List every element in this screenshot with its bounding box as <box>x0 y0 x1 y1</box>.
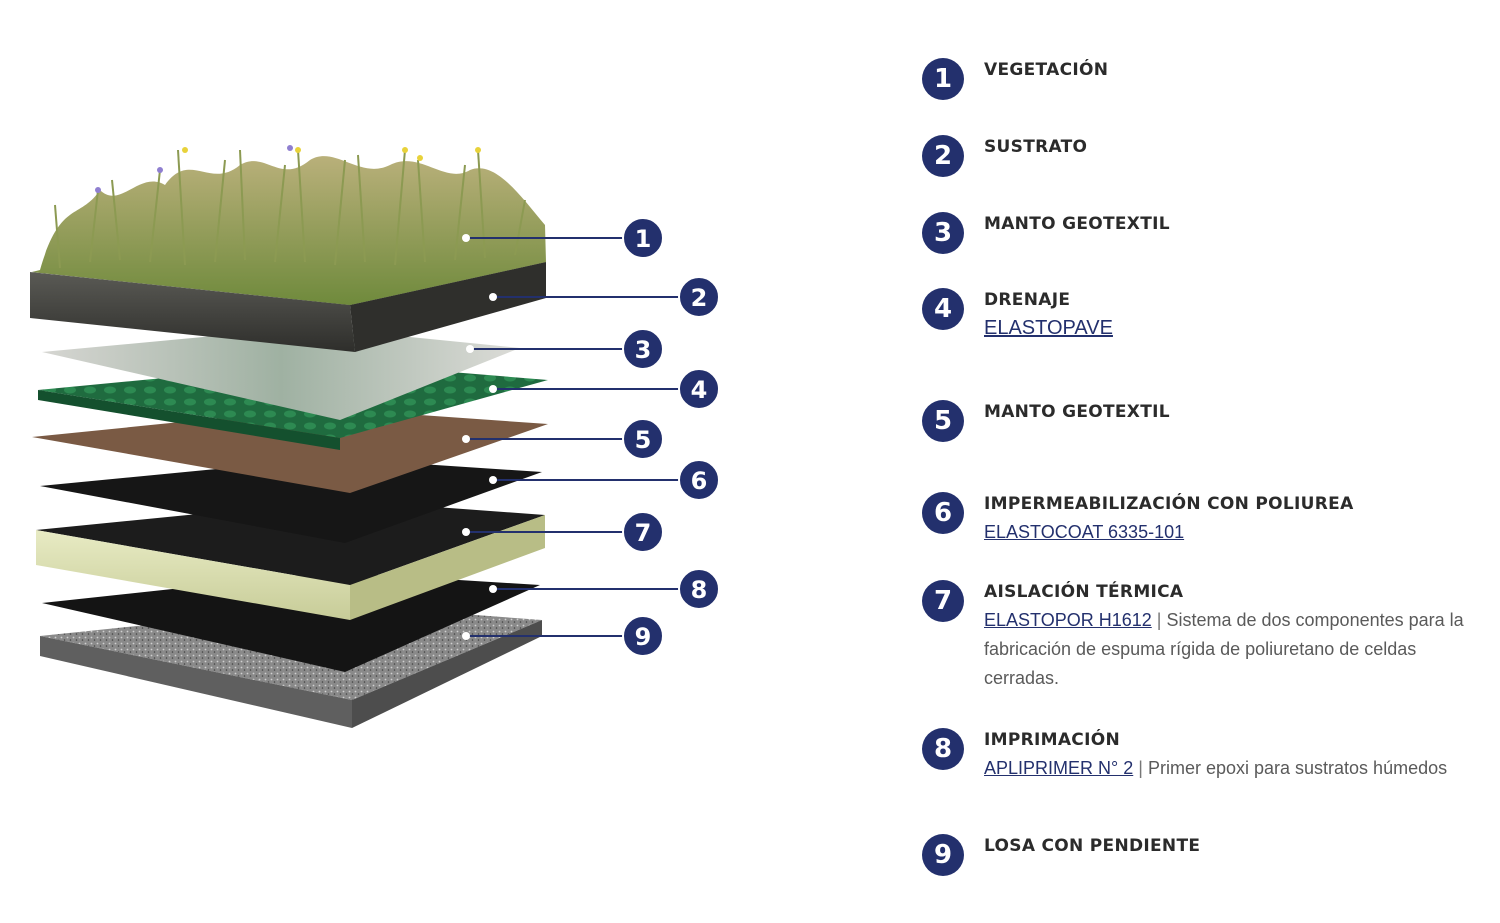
apliprimer-link[interactable]: APLIPRIMER N° 2 <box>984 758 1134 778</box>
legend-item-9: 9 LOSA CON PENDIENTE <box>922 834 1482 876</box>
layer-primer <box>42 572 540 672</box>
legend-badge: 4 <box>922 288 964 330</box>
legend-description: APLIPRIMER N° 2 | Primer epoxi para sust… <box>984 754 1482 783</box>
legend-description: ELASTOPOR H1612 | Sistema de dos compone… <box>984 606 1482 693</box>
description-text: Primer epoxi para sustratos húmedos <box>1147 758 1448 778</box>
separator: | <box>1138 758 1143 778</box>
diagram-badge-1: 1 <box>622 217 664 259</box>
diagram-badge-8: 8 <box>678 568 720 610</box>
legend-item-6: 6 IMPERMEABILIZACIÓN CON POLIUREA ELASTO… <box>922 492 1482 547</box>
legend-title: MANTO GEOTEXTIL <box>984 402 1170 422</box>
callout-dots <box>462 234 497 640</box>
svg-text:5: 5 <box>635 426 652 454</box>
legend-item-5: 5 MANTO GEOTEXTIL <box>922 400 1482 442</box>
legend-badge: 8 <box>922 728 964 770</box>
legend-badge: 2 <box>922 135 964 177</box>
diagram-badge-3: 3 <box>622 328 664 370</box>
legend-title: MANTO GEOTEXTIL <box>984 214 1170 234</box>
legend-title: VEGETACIÓN <box>984 60 1109 80</box>
diagram-badge-5: 5 <box>622 418 664 460</box>
legend-badge: 9 <box>922 834 964 876</box>
svg-text:3: 3 <box>635 336 652 364</box>
diagram-badge-4: 4 <box>678 368 720 410</box>
svg-text:1: 1 <box>635 225 652 253</box>
layer-waterproofing <box>40 458 542 543</box>
layer-geotextile-brown <box>32 408 548 493</box>
diagram-badge-6: 6 <box>678 459 720 501</box>
svg-text:9: 9 <box>635 623 652 651</box>
separator: | <box>1156 610 1162 630</box>
legend-badge: 5 <box>922 400 964 442</box>
legend-item-4: 4 DRENAJE ELASTOPAVE <box>922 288 1482 343</box>
legend-badge: 6 <box>922 492 964 534</box>
legend-title: SUSTRATO <box>984 137 1088 157</box>
elastocoat-link[interactable]: ELASTOCOAT 6335-101 <box>984 522 1185 542</box>
legend-title: IMPRIMACIÓN <box>984 730 1120 750</box>
roof-layers-diagram: 1 2 3 4 5 6 7 8 9 <box>30 145 720 728</box>
legend-item-3: 3 MANTO GEOTEXTIL <box>922 212 1482 254</box>
legend-title: IMPERMEABILIZACIÓN CON POLIUREA <box>984 494 1354 514</box>
legend-item-1: 1 VEGETACIÓN <box>922 58 1482 100</box>
svg-text:4: 4 <box>691 376 708 404</box>
legend-title: LOSA CON PENDIENTE <box>984 836 1201 856</box>
legend-title: AISLACIÓN TÉRMICA <box>984 582 1184 602</box>
legend-item-7: 7 AISLACIÓN TÉRMICA ELASTOPOR H1612 | Si… <box>922 580 1482 693</box>
legend-item-8: 8 IMPRIMACIÓN APLIPRIMER N° 2 | Primer e… <box>922 728 1482 783</box>
diagram-badge-9: 9 <box>622 615 664 657</box>
elastopor-link[interactable]: ELASTOPOR H1612 <box>984 610 1152 630</box>
diagram-badge-7: 7 <box>622 511 664 553</box>
svg-text:8: 8 <box>691 576 708 604</box>
description-text: Sistema de dos componentes para la fabri… <box>984 610 1464 688</box>
elastopave-link[interactable]: ELASTOPAVE <box>984 317 1113 339</box>
layer-geotextile-light <box>42 327 520 420</box>
legend-badge: 7 <box>922 580 964 622</box>
layer-insulation <box>36 500 545 620</box>
legend-badge: 3 <box>922 212 964 254</box>
legend-badge: 1 <box>922 58 964 100</box>
callout-lines <box>466 237 680 637</box>
svg-text:7: 7 <box>635 519 652 547</box>
layer-vegetation <box>32 145 546 305</box>
svg-text:2: 2 <box>691 284 708 312</box>
svg-text:6: 6 <box>691 467 708 495</box>
diagram-badge-2: 2 <box>678 276 720 318</box>
legend-item-2: 2 SUSTRATO <box>922 135 1482 177</box>
legend-title: DRENAJE <box>984 290 1071 310</box>
